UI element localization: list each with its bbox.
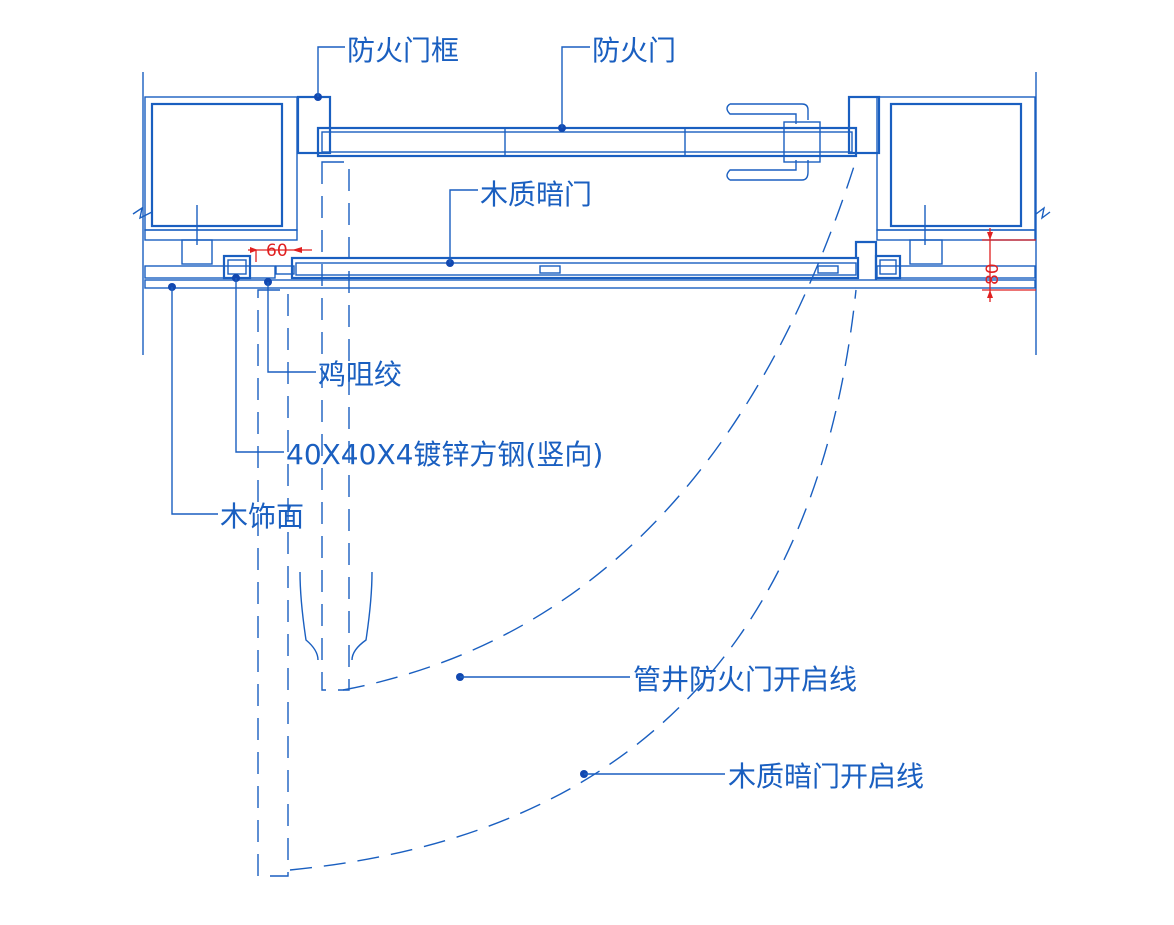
leader-fire-door: 防火门 — [558, 34, 676, 132]
leader-wood-hidden-door: 木质暗门 — [446, 178, 592, 267]
wood-door-rotated-leaf — [257, 289, 289, 877]
left-wall — [132, 72, 298, 355]
fire-door-leaf — [316, 126, 858, 158]
label-fire-door: 防火门 — [592, 34, 676, 67]
shaft-fire-door-rotated-leaf — [299, 161, 373, 691]
leader-steel-tube: 40X40X4镀锌方钢(竖向) — [232, 274, 603, 471]
dimension-gap: 60 — [248, 241, 312, 262]
leader-shaft-fire-door-swing: 管井防火门开启线 — [456, 663, 857, 696]
leader-wood-door-swing: 木质暗门开启线 — [580, 760, 924, 793]
label-wood-hidden-door: 木质暗门 — [480, 178, 592, 211]
dimension-gap-label: 60 — [266, 241, 288, 261]
leader-hinge: 鸡咀绞 — [264, 278, 402, 391]
wood-door-swing-arc — [289, 289, 857, 871]
label-wood-finish: 木饰面 — [220, 500, 304, 533]
steel-tube-section — [222, 254, 902, 280]
label-wood-door-swing: 木质暗门开启线 — [728, 760, 924, 793]
dimension-thickness: 80 — [982, 228, 1036, 302]
label-fire-door-frame: 防火门框 — [347, 34, 459, 67]
leader-fire-door-frame: 防火门框 — [314, 34, 459, 101]
label-steel-tube: 40X40X4镀锌方钢(竖向) — [286, 438, 603, 471]
fire-door-handle-icon — [726, 103, 821, 181]
shaft-fire-door-swing-arc — [342, 159, 857, 691]
wood-hidden-door-leaf — [275, 240, 878, 280]
right-wall — [876, 72, 1051, 355]
leader-wood-finish: 木饰面 — [168, 283, 304, 533]
fire-door-frame — [296, 95, 881, 155]
label-shaft-fire-door-swing: 管井防火门开启线 — [633, 663, 857, 696]
dimension-thickness-label: 80 — [983, 263, 1003, 285]
label-hinge: 鸡咀绞 — [318, 358, 402, 391]
